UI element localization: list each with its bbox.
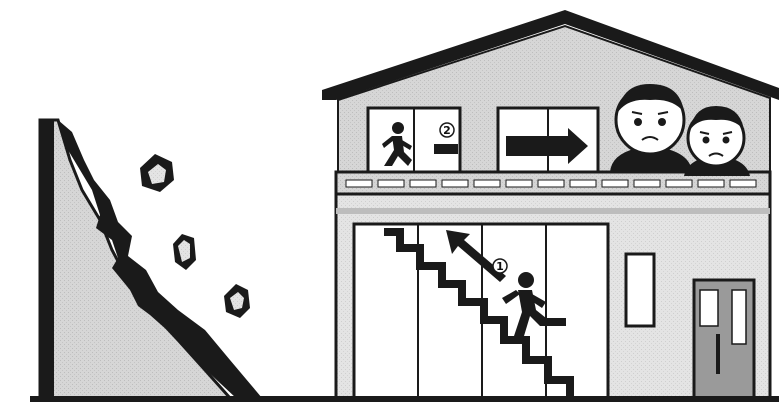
slope-crack	[58, 120, 262, 398]
arrow-diagonal-icon	[446, 230, 506, 282]
side-window	[624, 252, 656, 328]
running-person-icon	[382, 122, 412, 166]
step-marker-2: 2	[439, 122, 455, 138]
house-roof	[322, 10, 779, 100]
house: 2	[322, 10, 779, 400]
falling-rock-icon	[173, 234, 196, 270]
second-floor-window-left	[366, 106, 462, 174]
falling-rock-icon	[224, 284, 250, 318]
staircase	[384, 228, 574, 398]
worried-face-icon	[684, 106, 750, 176]
front-door	[692, 278, 756, 400]
running-person-icon	[502, 272, 566, 336]
step-marker-2-label: 2	[443, 124, 451, 137]
step-marker-1: 1	[492, 258, 508, 274]
cliff-left-edge	[40, 120, 54, 398]
floor-band	[336, 208, 770, 214]
arrow-right-icon	[506, 128, 588, 164]
step-marker-1-label: 1	[496, 260, 504, 273]
ground-line	[30, 396, 779, 402]
balcony-rail-slots	[345, 179, 757, 188]
dash-mark	[434, 144, 458, 154]
worried-face-icon	[610, 84, 692, 172]
falling-rock-icon	[140, 154, 174, 192]
